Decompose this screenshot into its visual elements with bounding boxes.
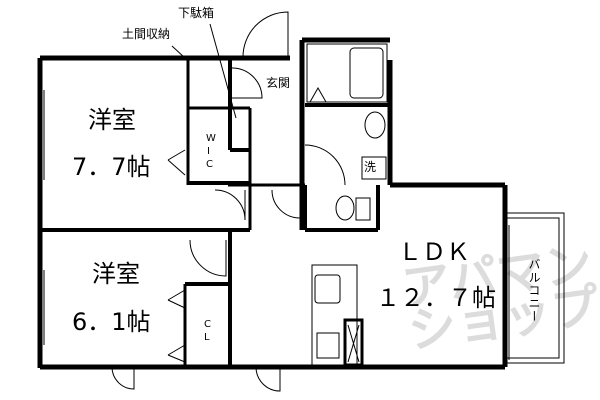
wic-w: W xyxy=(206,133,216,144)
balcony-label: バルコニー xyxy=(527,258,541,323)
room-1-name: 洋室 xyxy=(88,106,136,134)
cl-l: L xyxy=(204,332,210,343)
wic-i: I xyxy=(207,146,210,157)
room-ldk-size: １２．７帖 xyxy=(376,284,496,312)
doma-storage-label: 土間収納 xyxy=(122,27,171,41)
room-2-size: 6．1帖 xyxy=(72,308,151,336)
room-1-size: 7．7帖 xyxy=(72,153,151,181)
entrance-label: 玄関 xyxy=(266,76,291,90)
shoe-box-label: 下駄箱 xyxy=(178,6,215,20)
cl-c: C xyxy=(204,319,211,330)
room-2-name: 洋室 xyxy=(92,260,140,288)
laundry-label: 洗 xyxy=(364,160,377,174)
room-ldk-name: ＬＤＫ xyxy=(398,238,470,266)
wic-c: C xyxy=(206,159,213,170)
